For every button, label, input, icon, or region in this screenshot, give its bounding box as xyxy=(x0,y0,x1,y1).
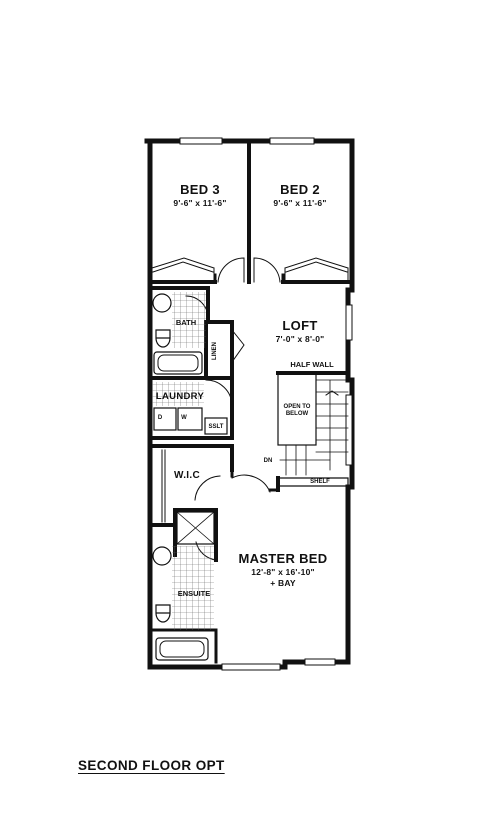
laundry-name: LAUNDRY xyxy=(155,391,205,402)
shower xyxy=(176,511,215,545)
wall-wic xyxy=(148,444,234,527)
closet-door-bed3 xyxy=(151,257,215,283)
dryer-label: D xyxy=(157,415,163,421)
ensuite-tub xyxy=(155,637,209,661)
stair-down-label: DN xyxy=(263,458,273,464)
wall-linen xyxy=(204,320,234,380)
window-bed2 xyxy=(269,137,315,145)
door-bed3 xyxy=(217,257,245,283)
stair-treads xyxy=(315,379,349,471)
open-to-below xyxy=(277,372,317,446)
bed2-dims: 9'-6" x 11'-6" xyxy=(273,198,327,208)
window-master-1 xyxy=(221,663,281,671)
ensuite-sink xyxy=(152,546,172,566)
window-loft xyxy=(345,304,353,341)
laundry-sink-label: SSLT xyxy=(208,424,224,430)
master-extra: + BAY xyxy=(270,578,296,588)
bath-tub xyxy=(153,351,203,375)
door-bed2 xyxy=(253,257,281,283)
wall-master-top xyxy=(230,468,280,492)
open-to-below-label-1: OPEN TO xyxy=(283,404,311,410)
window-stair xyxy=(345,394,353,466)
ensuite-tile xyxy=(172,546,214,630)
door-wic xyxy=(194,475,221,501)
bed3-name: BED 3 xyxy=(180,182,220,197)
plan-caption: SECOND FLOOR OPT xyxy=(78,758,225,773)
wall-bath xyxy=(148,286,234,380)
outer-wall xyxy=(144,138,355,670)
sink-laundry xyxy=(204,417,228,435)
washer xyxy=(177,407,203,431)
bath-tile xyxy=(172,292,206,348)
linen-label: LINEN xyxy=(212,342,218,360)
bath-name: BATH xyxy=(175,318,197,327)
wic-name: W.I.C xyxy=(174,470,200,481)
window-master-2 xyxy=(304,658,336,666)
wall-laundry xyxy=(148,378,234,440)
dryer xyxy=(153,407,177,431)
window-bed3 xyxy=(179,137,223,145)
bed3-dims: 9'-6" x 11'-6" xyxy=(173,198,227,208)
washer-label: W xyxy=(181,415,187,421)
bath-toilet xyxy=(155,329,171,348)
laundry-tile xyxy=(152,382,204,406)
half-wall-label: HALF WALL xyxy=(290,360,334,369)
ensuite-name: ENSUITE xyxy=(177,589,211,598)
master-dims: 12'-8" x 16'-10" xyxy=(251,567,315,577)
master-name: MASTER BED xyxy=(238,551,328,566)
door-laundry xyxy=(205,379,233,406)
door-master xyxy=(231,474,271,493)
loft-name: LOFT xyxy=(282,318,318,333)
loft-dims: 7'-0" x 8'-0" xyxy=(275,334,325,344)
shelf-label: SHELF xyxy=(310,479,330,485)
ensuite-toilet xyxy=(155,604,171,623)
bath-sink xyxy=(152,293,172,313)
closet-door-bed2 xyxy=(284,257,349,283)
open-to-below-label-2: BELOW xyxy=(285,411,309,417)
bed2-name: BED 2 xyxy=(280,182,320,197)
